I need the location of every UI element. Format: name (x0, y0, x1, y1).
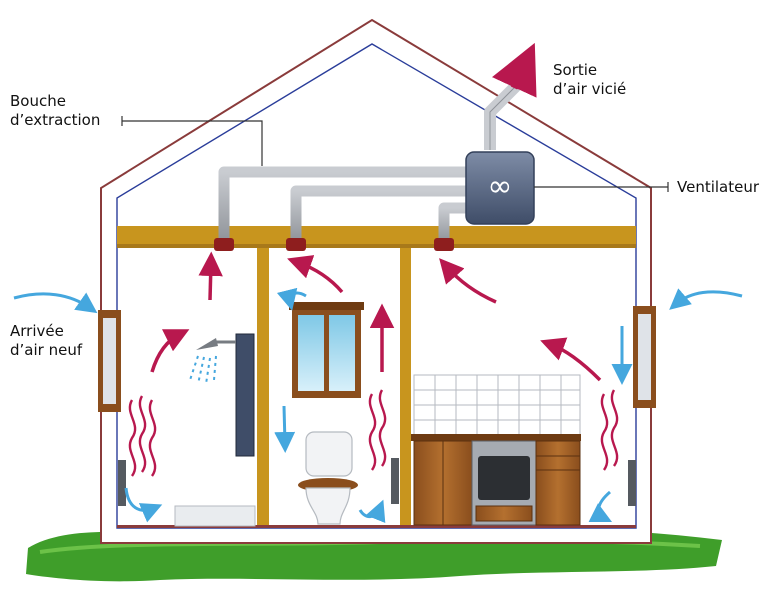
toilet-bowl (305, 487, 351, 525)
partition-wall-right (400, 248, 411, 528)
label-ventilateur: Ventilateur (677, 178, 760, 196)
door-grille-3 (628, 460, 636, 506)
oven-door (478, 456, 530, 500)
kitchen-tiles (413, 374, 581, 437)
label-sortie-air-vicie: Sortie d’air vicié (553, 61, 627, 98)
heat-waves (128, 389, 619, 477)
duct-middle (290, 185, 470, 242)
door-grille-2 (391, 458, 399, 504)
countertop (411, 434, 581, 441)
duct-right (438, 202, 470, 242)
fresh-air-arrows (13, 287, 743, 524)
toilet-tank (305, 431, 353, 477)
door-grille-1 (118, 460, 126, 506)
attic-beam-shade (117, 244, 636, 248)
duct-main (218, 166, 470, 242)
room-window-pane-left (298, 315, 324, 391)
shower-water (189, 355, 217, 385)
label-arrivee-air-neuf: Arrivée d’air neuf (10, 322, 83, 359)
cabinet-right (535, 440, 581, 526)
air-inlet-right-glass (638, 314, 651, 400)
bouche-leader-line (122, 120, 263, 166)
shower-head (196, 338, 218, 350)
attic-beam (117, 226, 636, 248)
air-inlet-left-glass (103, 318, 116, 404)
stale-air-arrows (150, 251, 602, 382)
cabinet-right-split (536, 455, 580, 471)
room-window-top (289, 302, 364, 310)
extraction-vent-1 (214, 238, 234, 251)
label-bouche-extraction: Bouche d’extraction (10, 92, 101, 129)
floor (117, 525, 636, 528)
stale-air-exit-arrow (492, 42, 537, 98)
extraction-vent-3 (434, 238, 454, 251)
oven-drawer (475, 505, 533, 522)
fan-symbol: ∞ (488, 169, 513, 204)
extraction-vent-2 (286, 238, 306, 251)
shower-panel (235, 333, 255, 457)
partition-wall-left (257, 248, 269, 528)
fan-unit (465, 151, 535, 225)
bathtub (174, 505, 256, 527)
room-window-pane-right (329, 315, 355, 391)
